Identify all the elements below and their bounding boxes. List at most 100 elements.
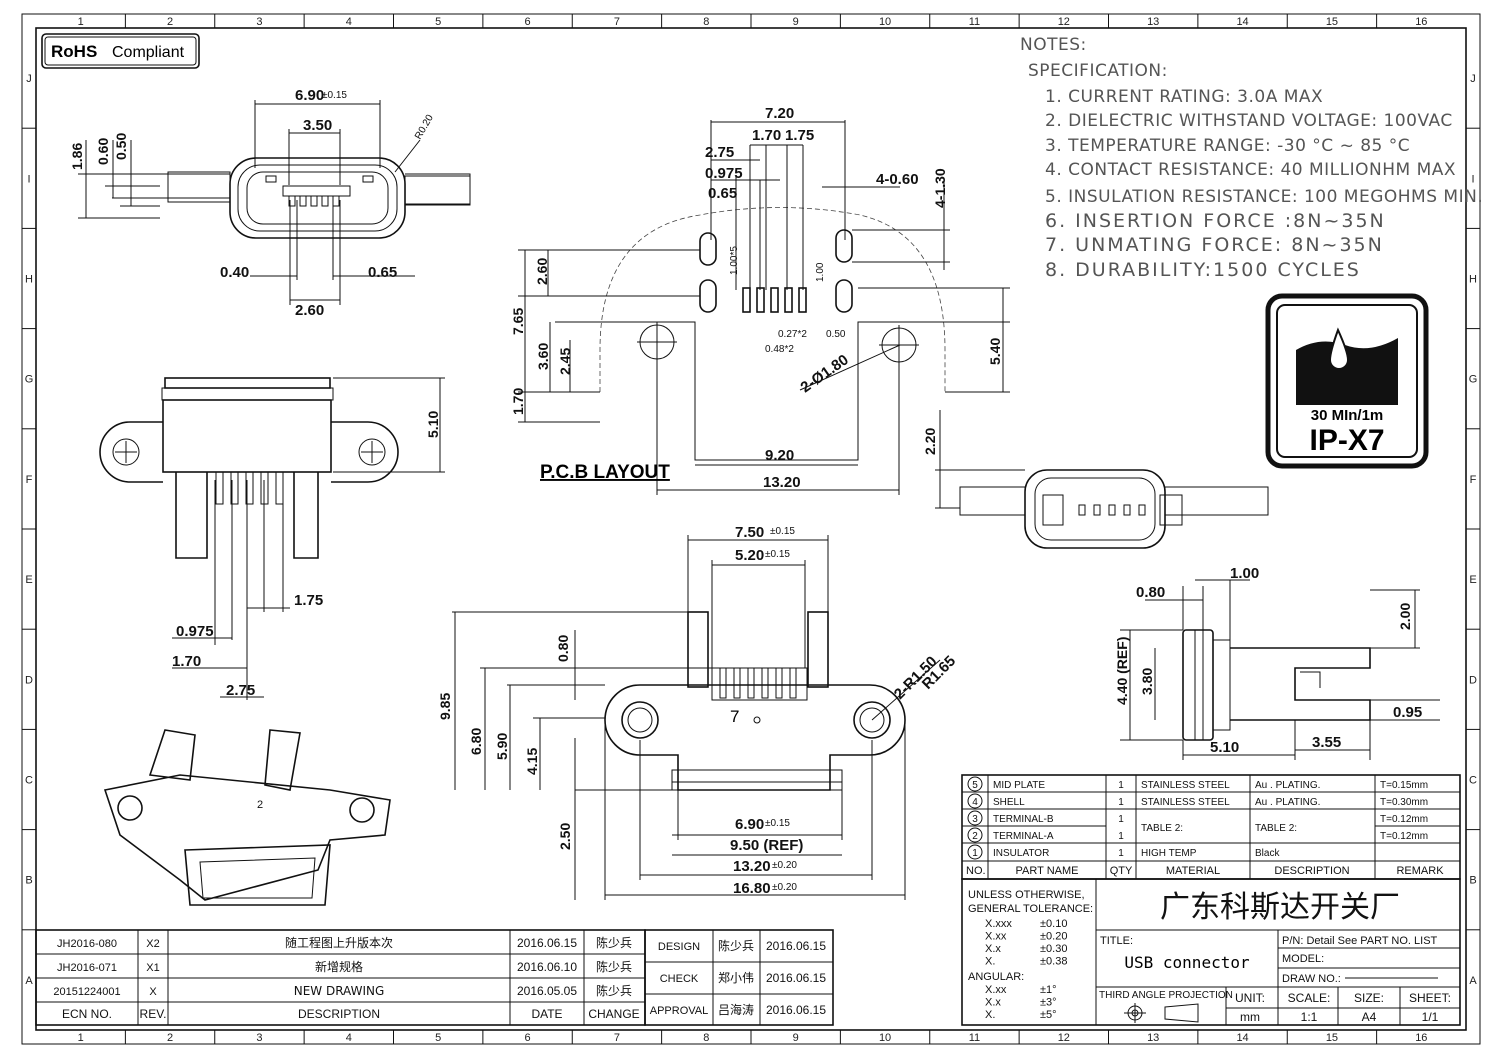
- front-view: 5.10 0.975 1.70 2.75 1.75: [99, 377, 445, 700]
- svg-text:4.40 (REF): 4.40 (REF): [1114, 637, 1130, 705]
- svg-text:7.65: 7.65: [510, 308, 526, 335]
- bom-cell-qty: 1: [1118, 780, 1124, 791]
- svg-text:CHANGE: CHANGE: [588, 1007, 639, 1021]
- rohs-badge: RoHS Compliant: [41, 33, 200, 69]
- dim-5-10: 5.10: [425, 411, 441, 438]
- contact-pin: [299, 195, 307, 207]
- svg-text:SIZE:: SIZE:: [1354, 991, 1384, 1005]
- terminal-pin: [747, 667, 755, 699]
- svg-text:THIRD ANGLE PROJECTION: THIRD ANGLE PROJECTION: [1099, 990, 1233, 1001]
- grid-row-label: H: [1469, 274, 1477, 286]
- grid-col-label: 9: [793, 1032, 799, 1044]
- svg-text:GENERAL TOLERANCE:: GENERAL TOLERANCE:: [968, 903, 1093, 915]
- svg-text:±0.20: ±0.20: [772, 860, 797, 871]
- grid-row-label: C: [1469, 775, 1477, 787]
- svg-text:3.60: 3.60: [535, 343, 551, 370]
- svg-text:NO.: NO.: [966, 865, 986, 877]
- rev-date: 2016.05.05: [517, 984, 577, 998]
- svg-text:2-Ø1.80: 2-Ø1.80: [798, 351, 852, 396]
- note-item: 5. INSULATION RESISTANCE: 100 MEGOHMS MI…: [1045, 187, 1483, 207]
- grid-row-label: J: [1470, 73, 1476, 85]
- bom-cell-qty: 1: [1118, 814, 1124, 825]
- svg-text:7.50: 7.50: [735, 524, 764, 541]
- svg-text:1/1: 1/1: [1422, 1010, 1439, 1024]
- svg-text:4-0.60: 4-0.60: [876, 171, 919, 188]
- terminal-pin: [719, 667, 727, 699]
- rev-description: 新增规格: [315, 959, 363, 974]
- isometric-view: 2: [103, 729, 391, 906]
- dim-1-75: 1.75: [294, 592, 323, 609]
- approval-role: APPROVAL: [650, 1005, 709, 1017]
- svg-text:MODEL:: MODEL:: [1282, 953, 1324, 965]
- grid-col-label: 14: [1236, 1032, 1248, 1044]
- grid-col-label: 1: [78, 16, 84, 28]
- dim-0-50: 0.50: [113, 133, 129, 160]
- company-name: 广东科斯达开关厂: [1160, 890, 1400, 925]
- svg-text:5.40: 5.40: [987, 338, 1003, 365]
- pcb-pad: [756, 287, 765, 313]
- pcb-pad: [798, 287, 807, 313]
- dim-3-50: 3.50: [303, 117, 332, 134]
- bom-cell-qty: 1: [1118, 848, 1124, 859]
- terminal-pin: [733, 667, 741, 699]
- contact-pin: [288, 195, 296, 207]
- grid-row-label: J: [26, 73, 32, 85]
- pcb-dim-7-20: 7.20: [765, 105, 794, 122]
- bom-cell-qty: 1: [1118, 831, 1124, 842]
- pcb-pad: [742, 287, 751, 313]
- svg-text:6.80: 6.80: [468, 728, 484, 755]
- iso-mark: 2: [257, 799, 263, 811]
- pcb-layout-title: P.C.B LAYOUT: [540, 462, 670, 483]
- rev-description: 随工程图上升版本次: [285, 935, 393, 950]
- svg-text:0.48*2: 0.48*2: [765, 344, 794, 355]
- bom-cell-material: STAINLESS STEEL: [1141, 797, 1230, 808]
- terminal-pin: [215, 471, 224, 505]
- approval-role: DESIGN: [658, 941, 700, 953]
- tol-value: ±0.30: [1040, 943, 1067, 955]
- note-item: 3. TEMPERATURE RANGE: -30 °C ~ 85 °C: [1045, 136, 1410, 156]
- rev-changed-by: 陈少兵: [596, 959, 632, 974]
- bom-cell-remark: T=0.12mm: [1380, 814, 1428, 825]
- main-mark: 7: [730, 707, 739, 726]
- approval-name: 陈少兵: [718, 938, 754, 953]
- rev-code: X1: [146, 962, 159, 974]
- rev-description: NEW DRAWING: [294, 984, 385, 998]
- grid-col-label: 5: [435, 16, 441, 28]
- rev-changed-by: 陈少兵: [596, 935, 632, 950]
- third-angle-projection-icon: [1124, 1003, 1199, 1023]
- grid-col-label: 7: [614, 1032, 620, 1044]
- approval-name: 郑小伟: [718, 970, 754, 985]
- contact-pin: [321, 195, 329, 207]
- notes-block: NOTES: SPECIFICATION: 1. CURRENT RATING:…: [1020, 35, 1483, 281]
- grid-row-label: B: [25, 875, 32, 887]
- svg-text:A4: A4: [1362, 1010, 1377, 1024]
- grid-col-label: 12: [1058, 1032, 1070, 1044]
- bom-cell-material: TABLE 2:: [1141, 823, 1183, 834]
- bom-cell-name: TERMINAL-A: [993, 831, 1054, 842]
- terminal-pin: [245, 471, 254, 505]
- svg-text:1.00: 1.00: [1230, 565, 1259, 582]
- svg-text:13.20: 13.20: [763, 474, 801, 491]
- terminal-pin: [761, 667, 769, 699]
- contact-pin: [332, 195, 340, 207]
- svg-text:1.70: 1.70: [752, 127, 781, 144]
- rev-code: X: [149, 986, 157, 998]
- spec-heading: SPECIFICATION:: [1028, 61, 1168, 81]
- ipx7-badge: 30 MIn/1m IP-X7: [1265, 293, 1429, 469]
- dim-0-65: 0.65: [368, 264, 397, 281]
- svg-text:1:1: 1:1: [1301, 1010, 1318, 1024]
- grid-col-label: 4: [346, 1032, 352, 1044]
- water-drop-icon: [1328, 327, 1350, 370]
- svg-text:ECN NO.: ECN NO.: [62, 1007, 112, 1021]
- svg-text:TITLE:: TITLE:: [1100, 935, 1133, 947]
- grid-row-label: G: [1469, 374, 1478, 386]
- dim-1-70: 1.70: [172, 653, 201, 670]
- svg-text:DRAW NO.:: DRAW NO.:: [1282, 973, 1341, 985]
- contact-pin: [1093, 504, 1101, 516]
- bom-cell-desc: Au . PLATING.: [1255, 780, 1320, 791]
- grid-row-label: F: [26, 474, 33, 486]
- rev-ecn: 20151224001: [53, 986, 120, 998]
- dim-2-20: 2.20: [922, 428, 938, 455]
